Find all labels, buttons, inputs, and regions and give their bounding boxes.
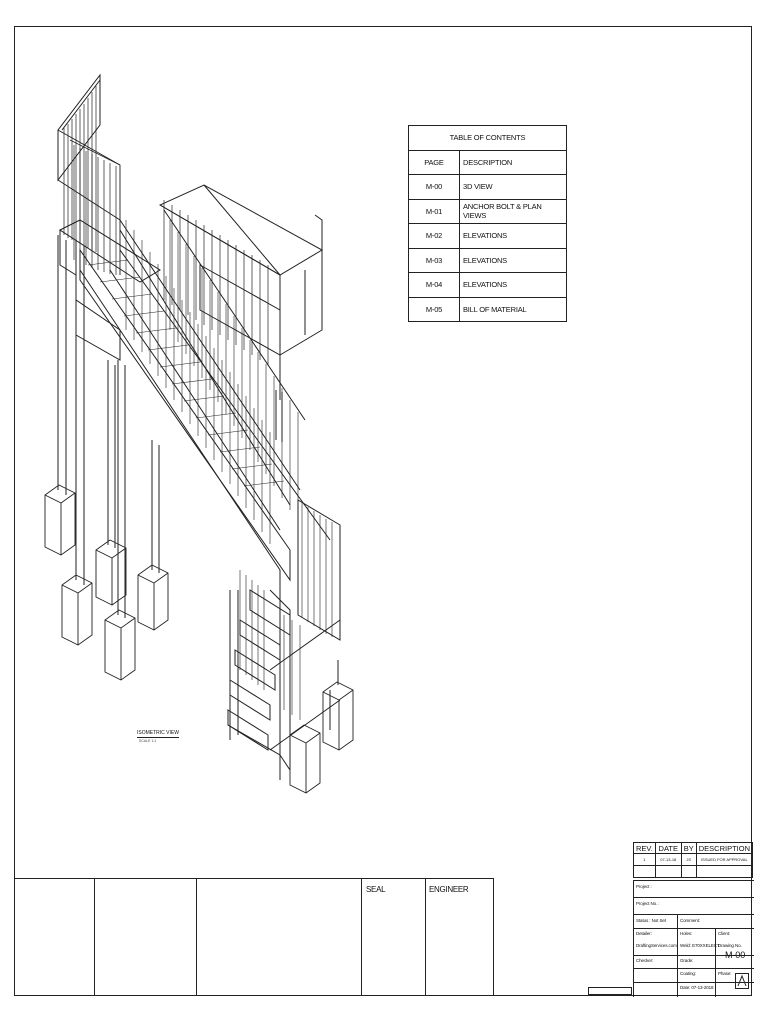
comment-label: Comment: <box>680 918 700 923</box>
divider <box>196 879 197 995</box>
engineer-label: ENGINEER <box>429 885 469 894</box>
date-field: Date: 07-13-2018 <box>680 985 714 990</box>
toc-page: M-02 <box>408 223 460 249</box>
coating-label: Coating: <box>680 971 696 976</box>
toc-header-page: PAGE <box>408 149 460 175</box>
toc-description: ELEVATIONS <box>459 223 567 249</box>
seal-label: SEAL <box>366 885 386 894</box>
project-no-label: Project No. : <box>636 901 660 906</box>
isometric-stair-drawing <box>44 73 354 794</box>
rev-value: 1 <box>633 853 656 866</box>
description-value: ISSUED FOR APPROVAL <box>695 853 754 866</box>
table-row: M-03 ELEVATIONS <box>408 247 567 273</box>
holes-label: Holes: <box>680 931 693 936</box>
rev-header: REV. <box>633 842 656 854</box>
divider <box>361 879 362 995</box>
date-header: DATE <box>654 842 682 854</box>
toc-page: M-03 <box>408 247 460 273</box>
title-block-right: Project : Project No. : Status : Not Set… <box>633 880 754 997</box>
detailer-value: DraftingServices.com <box>636 943 677 948</box>
revision-table: REV. DATE BY DESCRIPTION 1 07-13-18 JS I… <box>633 842 754 878</box>
toc-page: M-05 <box>408 296 460 322</box>
stair-flight <box>79 209 331 630</box>
client-label: Client: <box>718 931 731 936</box>
table-row: M-00 3D VIEW <box>408 174 567 200</box>
company-logo <box>735 973 749 989</box>
table-row: M-01 ANCHOR BOLT & PLAN VIEWS <box>408 198 567 224</box>
scale-note: SCALE 1:1 <box>139 739 157 743</box>
by-value: JS <box>680 853 697 866</box>
by-header: BY <box>680 842 697 854</box>
phase-label: Phase: <box>718 971 732 976</box>
divider <box>94 879 95 995</box>
divider <box>425 879 426 995</box>
weld-field: Weld: E70XXELECT <box>680 943 720 948</box>
toc-description: ELEVATIONS <box>459 247 567 273</box>
table-row: M-05 BILL OF MATERIAL <box>408 296 567 322</box>
toc-description: ELEVATIONS <box>459 272 567 298</box>
checker-label: Checker: <box>636 958 654 963</box>
pier-footings <box>44 484 354 794</box>
title-block-left: SEAL ENGINEER <box>14 878 494 996</box>
grade-label: Grade: <box>680 958 694 963</box>
toc-page: M-00 <box>408 174 460 200</box>
toc-title: TABLE OF CONTENTS <box>408 125 567 151</box>
small-stamp-box <box>588 987 632 995</box>
table-of-contents: TABLE OF CONTENTS PAGE DESCRIPTION M-00 … <box>408 125 567 322</box>
table-row: 1 07-13-18 JS ISSUED FOR APPROVAL <box>633 853 754 866</box>
table-row: M-02 ELEVATIONS <box>408 223 567 249</box>
toc-page: M-04 <box>408 272 460 298</box>
table-row: M-04 ELEVATIONS <box>408 272 567 298</box>
description-header: DESCRIPTION <box>695 842 754 854</box>
toc-description: BILL OF MATERIAL <box>459 296 567 322</box>
date-value: 07-13-18 <box>654 853 682 866</box>
right-landing <box>158 184 324 400</box>
detailer-label: Detailer: <box>636 931 652 936</box>
toc-page: M-01 <box>408 198 460 224</box>
isometric-view-label: ISOMETRIC VIEW <box>137 730 179 738</box>
lower-landing <box>227 499 341 780</box>
drawing-number: M-00 <box>725 950 746 960</box>
toc-description: ANCHOR BOLT & PLAN VIEWS <box>459 198 567 224</box>
toc-description: 3D VIEW <box>459 174 567 200</box>
logo-a-icon <box>737 974 747 987</box>
upper-landing <box>57 73 161 361</box>
toc-header-description: DESCRIPTION <box>459 149 567 175</box>
drawing-no-label: Drawing No. <box>718 943 742 948</box>
status-field: Status : Not Set <box>636 918 666 923</box>
project-label: Project : <box>636 884 652 889</box>
